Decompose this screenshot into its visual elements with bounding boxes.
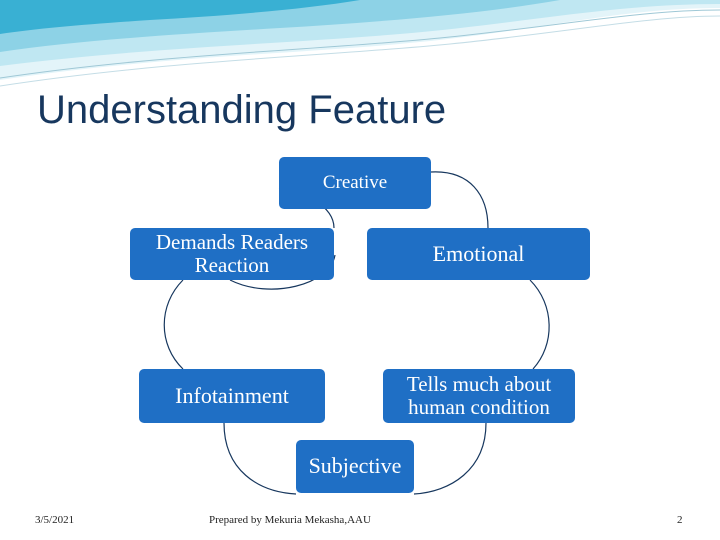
cycle-node-infotainment: Infotainment [139, 369, 325, 423]
arc-emotional-to-tells [529, 279, 550, 370]
footer-page-number: 2 [677, 514, 683, 526]
decorative-header-wave [0, 0, 720, 87]
footer-author: Prepared by Mekuria Mekasha,AAU [209, 514, 371, 526]
slide-title: Understanding Feature [37, 88, 447, 132]
arc-tells-to-subjective [413, 422, 487, 495]
arc-subjective-to-infotainment [223, 422, 297, 495]
cycle-node-tells-much: Tells much about human condition [383, 369, 575, 423]
arc-creative-to-emotional [430, 171, 489, 229]
footer-date: 3/5/2021 [35, 514, 75, 526]
arc-infotainment-to-demands [163, 279, 184, 370]
cycle-node-creative: Creative [279, 157, 431, 209]
cycle-node-emotional: Emotional [367, 228, 590, 280]
cycle-node-demands-readers-reaction: Demands Readers Reaction [130, 228, 334, 280]
cycle-node-subjective: Subjective [296, 440, 414, 493]
